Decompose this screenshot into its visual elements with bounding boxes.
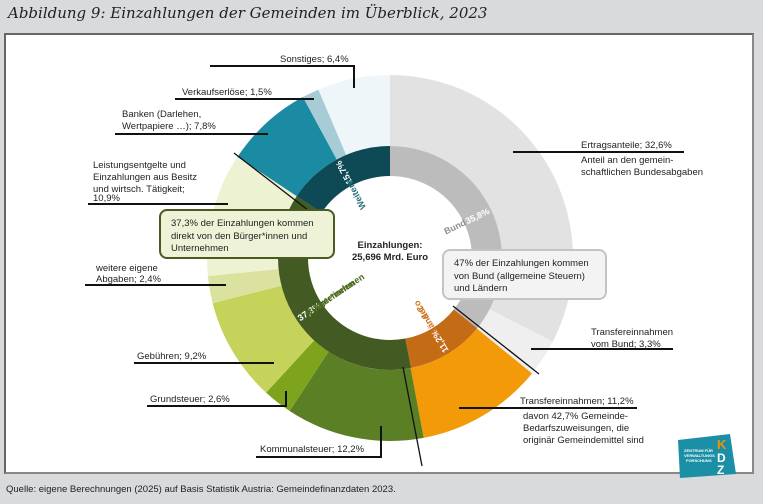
divider-laender-bund	[452, 305, 540, 375]
label-trans-note-1: davon 42,7% Gemeinde-	[523, 411, 628, 422]
label-weitere-abg-2: Abgaben; 2,4%	[96, 274, 162, 285]
source-note: Quelle: eigene Berechnungen (2025) auf B…	[6, 484, 396, 495]
center-total: Einzahlungen: 25,696 Mrd. Euro	[330, 240, 450, 264]
outer-slice-weitere-eigene-abgaben	[207, 269, 282, 304]
label-trans-note-2: Bedarfszuweisungen, die	[523, 423, 629, 434]
logo-letter-z: Z	[717, 463, 724, 477]
label-leistung-3: und wirtsch. Tätigkeit;	[93, 184, 185, 195]
logo-shape	[678, 434, 736, 478]
inner-group-label: Unternehmen	[312, 272, 366, 312]
label-kommunal: Kommunalsteuer; 12,2%	[260, 444, 365, 455]
logo-text-2: VERWALTUNGS	[684, 453, 715, 458]
label-verkauf: Verkaufserlöse; 1,5%	[182, 87, 272, 98]
label-ertrag-note-2: schaftlichen Bundesabgaben	[581, 167, 703, 178]
label-sonstiges: Sonstiges; 6,4%	[280, 54, 349, 65]
outer-slice-kommunalsteuer	[289, 351, 424, 441]
outer-slice-grundsteuer	[266, 340, 329, 412]
label-weitere-abg-1: weitere eigene	[95, 263, 158, 274]
label-grund: Grundsteuer; 2,6%	[150, 394, 230, 405]
label-banken-1: Banken (Darlehen,	[122, 109, 201, 120]
inner-slice-weitere	[296, 146, 390, 213]
logo-letter-d: D	[717, 451, 726, 465]
label-ertrag-note-1: Anteil an den gemein-	[581, 155, 673, 166]
label-ertrag: Ertragsanteile; 32,6%	[581, 140, 672, 151]
callout-buerger: 37,3% der Einzahlungen kommen direkt von…	[159, 209, 335, 259]
leader-lines	[85, 65, 684, 458]
figure-title: Abbildung 9: Einzahlungen der Gemeinden …	[8, 4, 488, 22]
kdz-logo: ZENTRUM FÜR VERWALTUNGS FORSCHUNG K D Z	[678, 434, 736, 478]
label-leistung-2: Einzahlungen aus Besitz	[93, 172, 197, 183]
inner-group-label: & Co	[411, 298, 431, 322]
label-leistung-1: Leistungsentgelte und	[93, 160, 186, 171]
logo-letter-k: K	[717, 437, 727, 452]
center-line-1: Einzahlungen:	[357, 240, 423, 251]
inner-slice-b-rger-innen-unternehmen	[278, 196, 411, 370]
inner-group-label: Bund	[442, 217, 467, 236]
outer-slice-banken-darlehen-wertpapiere	[237, 97, 337, 197]
label-transbund-2: vom Bund; 3,3%	[591, 339, 661, 350]
label-transbund-1: Transfereinnahmen	[591, 327, 673, 338]
label-trans: Transfereinnahmen; 11,2%	[520, 396, 634, 407]
leader-grund	[147, 391, 287, 407]
outer-slice-verkaufserl-se	[302, 89, 347, 160]
center-line-2: 25,696 Mrd. Euro	[351, 252, 429, 263]
label-leistung-4: 10,9%	[93, 193, 120, 204]
outer-slice-transfereinnahmen-vom-bund	[476, 309, 553, 374]
label-banken-2: Wertpapiere …); 7,8%	[122, 121, 216, 132]
label-trans-note-3: originär Gemeindemittel sind	[523, 435, 644, 446]
outer-slice-transfereinnahmen	[410, 328, 532, 438]
inner-slice-l-nder-co	[405, 309, 478, 369]
callout-bund-laender: 47% der Einzahlungen kommen von Bund (al…	[442, 249, 607, 300]
outer-slice-sonstiges	[318, 75, 390, 155]
logo-text-3: FORSCHUNG	[686, 458, 712, 463]
outer-slice-geb-hren	[212, 285, 315, 393]
leader-kommunal	[256, 426, 382, 458]
leader-sonstiges	[210, 65, 355, 88]
logo-text-1: ZENTRUM FÜR	[684, 448, 713, 453]
divider-buerger-laender	[402, 366, 423, 467]
label-gebuehren: Gebühren; 9,2%	[137, 351, 207, 362]
outer-ring	[206, 75, 573, 441]
